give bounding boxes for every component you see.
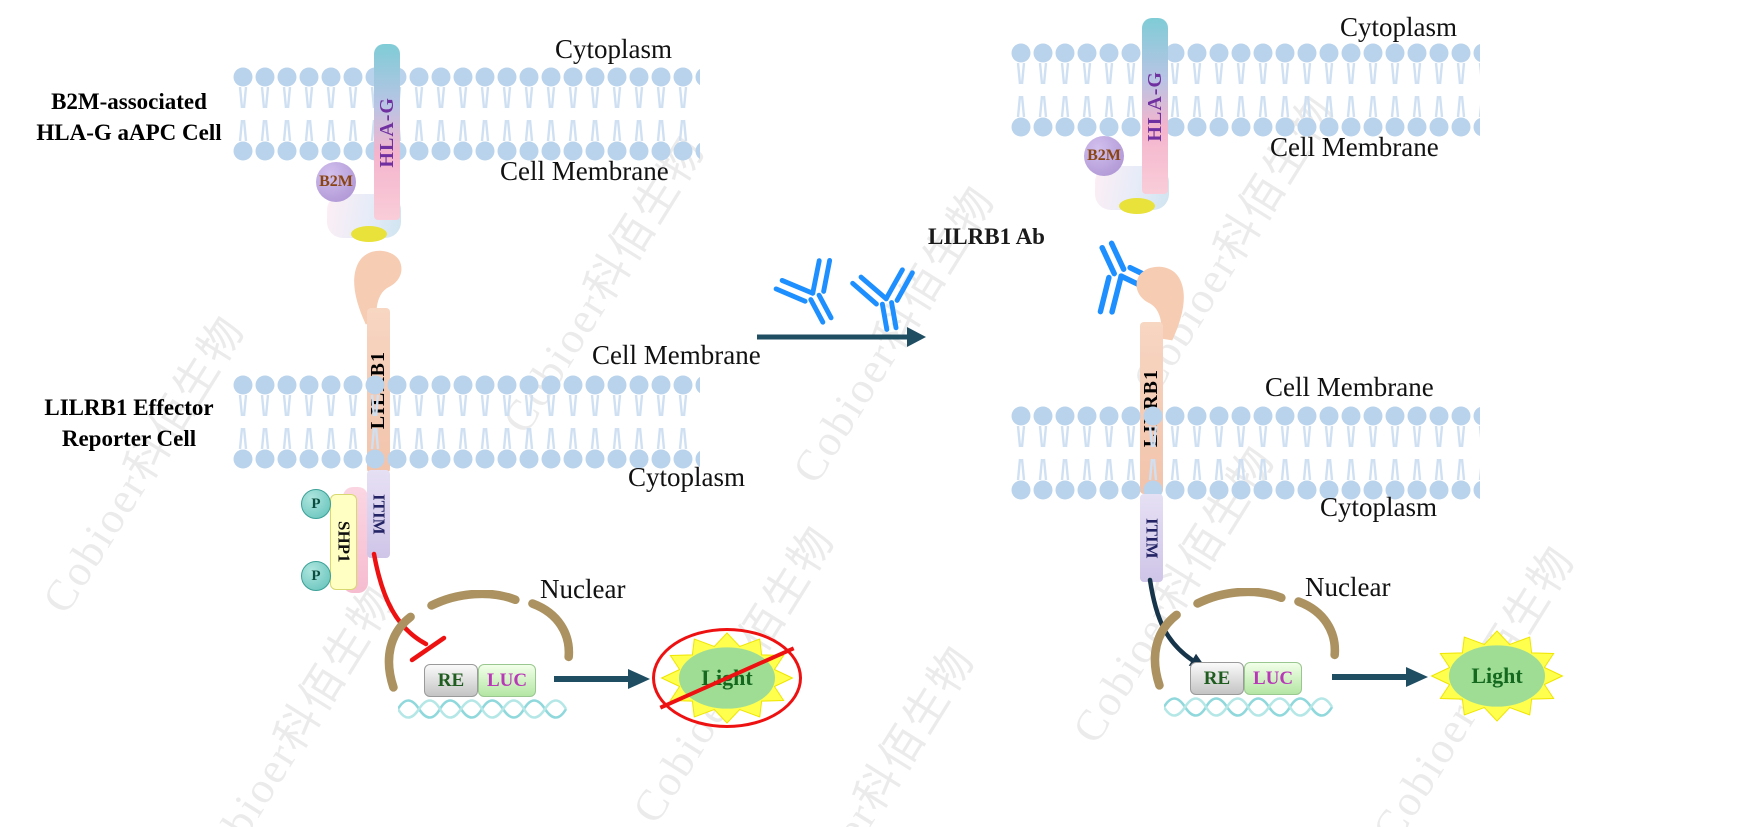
b2m-label: B2M xyxy=(319,173,353,190)
itim-domain-right: ITIM xyxy=(1140,494,1163,582)
light-label-right: Light xyxy=(1471,663,1523,688)
lipid-bilayer-top-left xyxy=(232,66,700,167)
re-element-right: RE xyxy=(1190,662,1244,695)
itim-domain: ITIM xyxy=(367,470,390,558)
watermark: Cobioer科佰生物 xyxy=(32,307,255,622)
prohibition-ellipse xyxy=(652,628,802,728)
dna-strand-left xyxy=(398,694,568,729)
itim-label: ITIM xyxy=(369,493,389,535)
light-signal-blocked: Light xyxy=(652,628,802,728)
aapc-cell-label-line1: B2M-associated xyxy=(51,89,207,114)
antibody-icon xyxy=(846,260,928,346)
b2m-protein: B2M xyxy=(316,162,356,202)
cell-membrane-label-top-right: Cell Membrane xyxy=(1270,132,1439,162)
phospho-label-1: P xyxy=(311,495,321,512)
shp1-protein: SHP1 xyxy=(330,494,357,590)
hla-g-protein-right: HLA-G xyxy=(1142,18,1168,194)
peptide-ellipse xyxy=(1119,198,1155,214)
nuclear-label-right: Nuclear xyxy=(1305,572,1391,602)
light-signal-active: Light xyxy=(1422,626,1572,726)
aapc-cell-label: B2M-associated HLA-G aAPC Cell xyxy=(8,86,250,148)
cell-membrane-label-top-left: Cell Membrane xyxy=(500,156,669,186)
inhibition-arrow xyxy=(358,548,478,678)
b2m-protein-right: B2M xyxy=(1084,136,1124,176)
luc-gene-left: LUC xyxy=(478,664,536,697)
cytoplasm-label-top-right: Cytoplasm xyxy=(1340,12,1458,42)
peptide-ellipse xyxy=(351,226,387,242)
effector-cell-label-line2: Reporter Cell xyxy=(61,426,197,452)
lipid-bilayer-bottom-left xyxy=(232,374,700,475)
lipid-bilayer-bottom-right xyxy=(1010,405,1480,506)
hla-g-label: HLA-G xyxy=(375,96,398,168)
hla-g-protein: HLA-G xyxy=(374,44,400,220)
cell-membrane-label-bottom-right: Cell Membrane xyxy=(1265,372,1434,402)
antibody-label: LILRB1 Ab xyxy=(928,224,1045,249)
b2m-label-right: B2M xyxy=(1087,147,1121,164)
phospho-circle-1: P xyxy=(301,489,331,519)
effector-cell-label-line1: LILRB1 Effector xyxy=(44,395,214,420)
effector-cell-label: LILRB1 Effector Reporter Cell xyxy=(8,392,250,454)
cell-membrane-label-bottom-left: Cell Membrane xyxy=(592,340,761,370)
aapc-cell-label-line2: HLA-G aAPC Cell xyxy=(36,120,222,146)
lipid-bilayer-top-right xyxy=(1010,42,1480,143)
nuclear-label-left: Nuclear xyxy=(540,574,626,604)
phospho-circle-2: P xyxy=(301,561,331,591)
output-arrow-right xyxy=(1330,664,1430,695)
transition-arrow xyxy=(757,326,929,353)
luc-gene-right: LUC xyxy=(1244,662,1302,695)
cytoplasm-label-bottom-left: Cytoplasm xyxy=(628,462,746,492)
re-element-left: RE xyxy=(424,664,478,697)
cytoplasm-label-bottom-right: Cytoplasm xyxy=(1320,492,1438,522)
phospho-label-2: P xyxy=(311,567,321,584)
output-arrow-left xyxy=(552,666,652,697)
hla-g-label-right: HLA-G xyxy=(1143,70,1166,142)
itim-label-right: ITIM xyxy=(1142,517,1162,559)
shp1-label: SHP1 xyxy=(334,521,354,563)
cytoplasm-label-top-left: Cytoplasm xyxy=(555,34,673,64)
dna-strand-right xyxy=(1164,692,1334,727)
